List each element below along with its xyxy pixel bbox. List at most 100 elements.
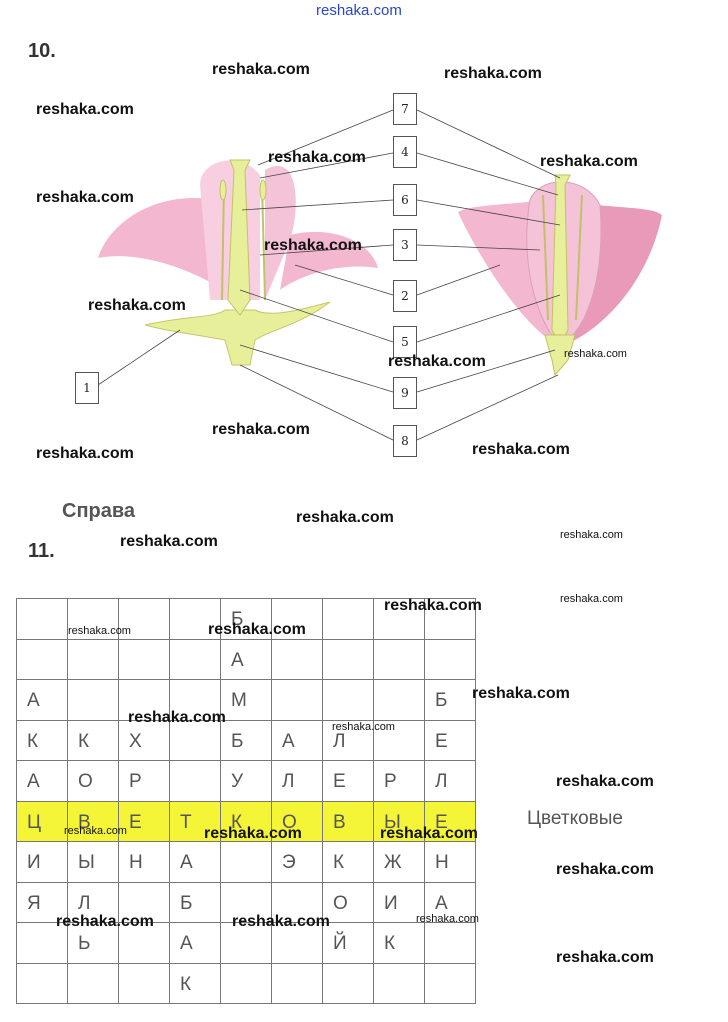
watermark: reshaka.com: [204, 825, 302, 842]
grid-letter: Э: [282, 852, 296, 873]
grid-cell: Й: [322, 922, 374, 964]
grid-letter: Б: [231, 730, 244, 752]
grid-letter: Л: [282, 771, 295, 792]
grid-letter: Н: [129, 852, 143, 873]
grid-cell: А: [220, 638, 272, 680]
grid-letter: Б: [435, 690, 448, 711]
grid-cell: Р: [373, 760, 425, 802]
grid-cell: [271, 679, 323, 721]
grid-cell: О: [271, 800, 323, 842]
watermark: reshaka.com: [88, 297, 186, 314]
grid-cell: О: [322, 881, 374, 923]
grid-letter: К: [180, 973, 192, 995]
label-box-1: 1: [75, 372, 99, 404]
watermark: reshaka.com: [564, 348, 627, 360]
grid-letter: А: [27, 771, 40, 792]
grid-cell: [16, 922, 68, 964]
grid-letter: Б: [180, 892, 193, 914]
grid-cell: К: [373, 922, 425, 964]
watermark: reshaka.com: [540, 153, 638, 170]
grid-row: А: [16, 638, 476, 680]
grid-letter: Ы: [78, 852, 95, 873]
grid-letter: А: [180, 933, 193, 954]
task-10-number: 10.: [28, 40, 56, 62]
grid-letter: К: [27, 730, 39, 752]
grid-cell: Я: [16, 881, 68, 923]
grid-row: К: [16, 962, 476, 1004]
grid-cell: К: [16, 719, 68, 761]
grid-cell: [424, 638, 476, 680]
grid-cell: Б: [424, 679, 476, 721]
grid-letter: Л: [333, 730, 346, 752]
grid-letter: А: [435, 892, 448, 914]
grid-letter: Е: [129, 811, 142, 833]
right-stamen-2: [575, 194, 583, 321]
left-flower: [98, 159, 378, 366]
grid-cell: Б: [220, 598, 272, 640]
grid-letter: Ь: [78, 933, 91, 954]
grid-cell: В: [322, 800, 374, 842]
site-header-link[interactable]: reshaka.com: [316, 2, 402, 19]
watermark: reshaka.com: [556, 861, 654, 878]
grid-letter: Е: [435, 730, 448, 752]
grid-cell: Л: [424, 760, 476, 802]
grid-letter: Ы: [384, 811, 401, 833]
watermark: reshaka.com: [380, 825, 478, 842]
grid-cell: О: [67, 760, 119, 802]
grid-letter: Л: [435, 771, 448, 792]
grid-cell: [169, 760, 221, 802]
watermark: reshaka.com: [36, 101, 134, 118]
grid-cell: Э: [271, 841, 323, 883]
label-box-2: 2: [393, 280, 417, 312]
watermark: reshaka.com: [556, 949, 654, 966]
grid-cell: Р: [118, 760, 170, 802]
watermark: reshaka.com: [472, 441, 570, 458]
grid-cell: К: [220, 800, 272, 842]
grid-letter: К: [231, 811, 243, 833]
grid-cell: [271, 598, 323, 640]
watermark: reshaka.com: [232, 913, 330, 930]
grid-cell: Б: [169, 881, 221, 923]
grid-cell: [220, 841, 272, 883]
grid-cell: Е: [424, 719, 476, 761]
left-pistil: [227, 159, 251, 316]
watermark: reshaka.com: [208, 621, 306, 638]
grid-cell: А: [424, 881, 476, 923]
grid-cell: Т: [169, 800, 221, 842]
grid-letter: К: [78, 730, 90, 752]
task-11-number: 11.: [28, 540, 55, 562]
left-stamen-1: [221, 184, 225, 301]
grid-letter: Я: [27, 892, 41, 914]
watermark: reshaka.com: [68, 625, 131, 637]
watermark: reshaka.com: [264, 237, 362, 254]
left-petal-far-right: [280, 231, 378, 290]
grid-letter: Н: [435, 852, 449, 873]
grid-letter: В: [78, 811, 91, 833]
label-box-9: 9: [393, 377, 417, 409]
grid-cell: Н: [424, 841, 476, 883]
grid-cell: Ж: [373, 841, 425, 883]
grid-cell: Е: [118, 800, 170, 842]
grid-letter: Ц: [27, 811, 42, 833]
left-petal-left: [98, 198, 215, 285]
grid-cell: Ы: [373, 800, 425, 842]
grid-cell: [373, 638, 425, 680]
grid-letter: Р: [384, 771, 397, 792]
grid-cell: [373, 598, 425, 640]
grid-letter: И: [27, 852, 41, 873]
grid-letter: К: [333, 852, 345, 873]
grid-letter: А: [27, 690, 40, 711]
grid-cell: [424, 922, 476, 964]
crossword-answer: Цветковые: [527, 808, 623, 829]
watermark: reshaka.com: [296, 509, 394, 526]
grid-cell: [118, 638, 170, 680]
grid-letter: У: [231, 771, 244, 792]
flower-diagram: [97, 109, 662, 441]
grid-letter: Л: [78, 892, 91, 914]
label-box-7: 7: [393, 93, 417, 125]
leader-lines: [97, 109, 561, 441]
left-petal-right: [265, 166, 296, 300]
watermark: reshaka.com: [212, 421, 310, 438]
grid-cell: [67, 962, 119, 1004]
